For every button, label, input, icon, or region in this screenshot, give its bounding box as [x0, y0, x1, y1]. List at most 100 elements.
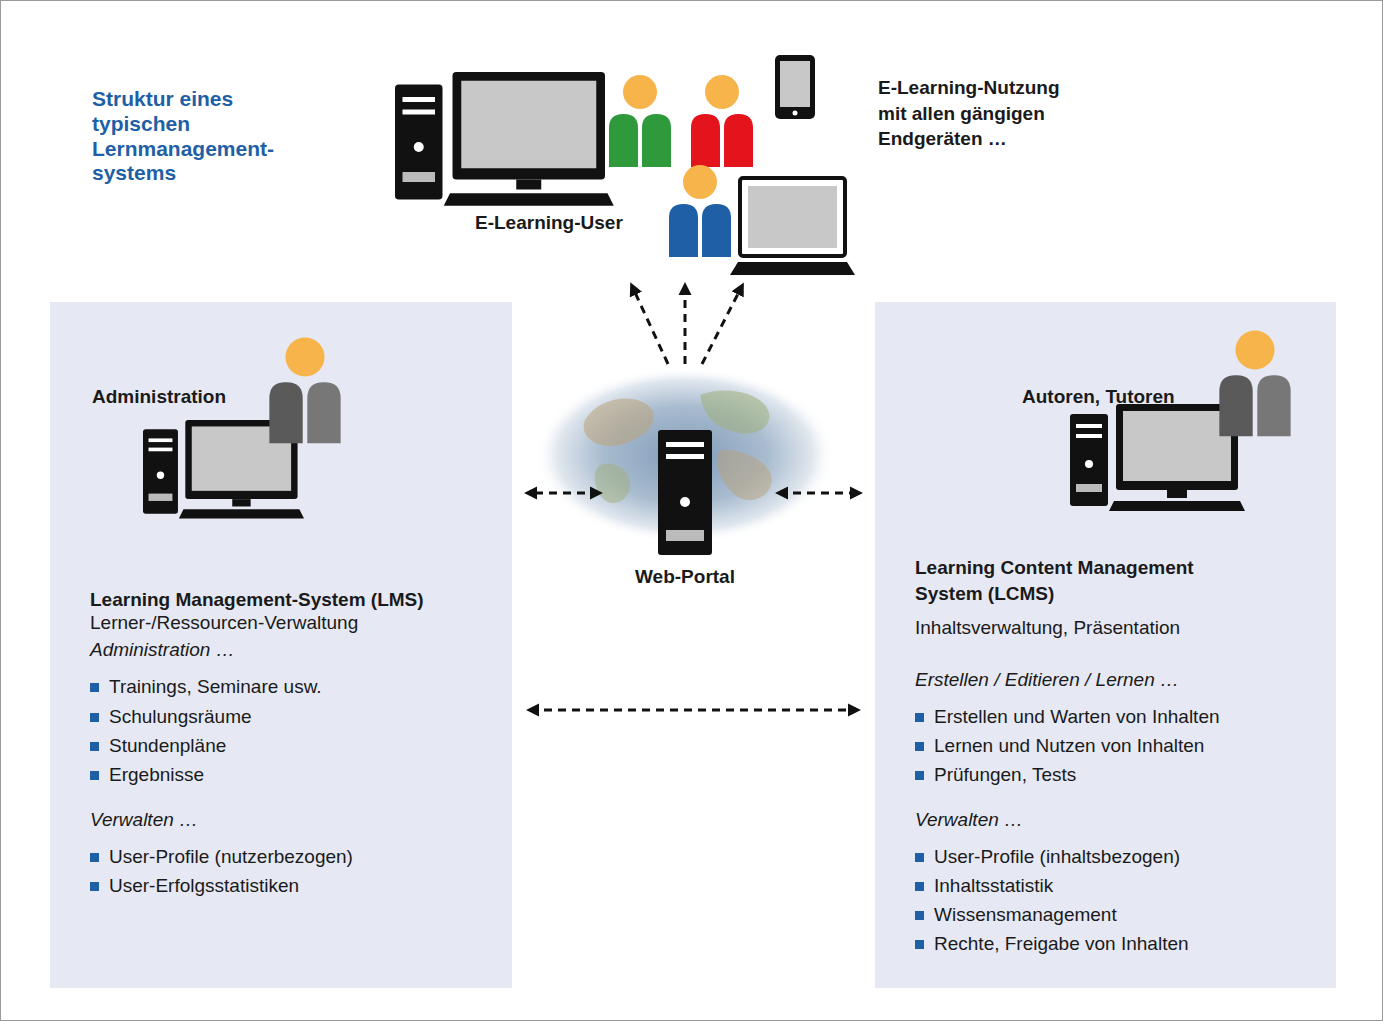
continent: [717, 450, 772, 500]
section-heading: Erstellen / Editieren / Lernen …: [915, 668, 1179, 693]
monitor-neck: [516, 180, 541, 190]
laptop-screen: [748, 186, 837, 248]
continent: [595, 464, 630, 503]
web-portal: Web-Portal: [615, 370, 763, 598]
tablet-screen: [780, 61, 810, 107]
bullet-item: Prüfungen, Tests: [934, 763, 1076, 788]
node-label: Administration: [92, 385, 226, 410]
bullet-item: Wissensmanagement: [934, 903, 1117, 928]
person-head: [623, 75, 657, 109]
keyboard: [444, 193, 614, 206]
tower-slot: [1076, 434, 1102, 438]
dashed-connector: [702, 286, 742, 364]
desktop-computer: [1070, 404, 1245, 511]
section-heading: Verwalten …: [90, 808, 198, 833]
continent: [584, 399, 654, 447]
bullet-item: User-Profile (nutzerbezogen): [109, 845, 353, 870]
person-icon: [609, 75, 671, 167]
person-body: [691, 114, 720, 167]
tablet-frame: [775, 55, 815, 119]
user-group: E-Learning-User E-Learning-Nutzung mit al…: [380, 40, 1091, 280]
person-body: [1257, 375, 1290, 436]
tower-drive: [149, 494, 173, 501]
person-body: [724, 114, 753, 167]
tower-slot: [149, 438, 173, 442]
section-heading: Administration …: [90, 638, 235, 663]
continent: [700, 390, 769, 433]
tower-slot: [149, 448, 173, 452]
node-label: Learning Management-System (LMS): [90, 588, 424, 613]
desktop-computer: [395, 72, 614, 206]
keyboard: [179, 509, 304, 518]
node-label: Learning Content Management System (LCMS…: [915, 555, 1245, 606]
tower-drive: [1076, 484, 1102, 492]
server-case: [658, 430, 712, 555]
dashed-connector: [530, 709, 857, 712]
monitor-screen: [1123, 411, 1231, 481]
person-head: [683, 165, 717, 199]
monitor-neck: [1167, 490, 1187, 498]
monitor-neck: [232, 499, 250, 506]
node-subtitle: Inhaltsverwaltung, Präsentation: [915, 616, 1180, 641]
lms-panel: AdministrationLearning Management-System…: [50, 302, 512, 988]
person-body: [702, 204, 731, 257]
person-body: [1219, 375, 1252, 436]
server-slot: [666, 442, 704, 447]
bullet-item: Ergebnisse: [109, 763, 204, 788]
power-button: [414, 142, 424, 152]
dashed-connector: [632, 286, 668, 364]
person-icon: [669, 165, 731, 257]
person-icon: [691, 75, 753, 167]
server-icon: [658, 430, 712, 555]
tower-slot: [1076, 424, 1102, 428]
bullet-item: Stundenpläne: [109, 734, 226, 759]
node-label: E-Learning-User: [475, 211, 623, 236]
node-label: Autoren, Tutoren: [1022, 385, 1175, 410]
laptop: [730, 178, 855, 275]
laptop-lid: [740, 178, 845, 256]
person-head: [1235, 330, 1274, 369]
dashed-connector: [779, 492, 859, 495]
monitor-screen: [461, 81, 596, 169]
dashed-connector: [528, 492, 599, 495]
node-subtitle: Lerner-/Ressourcen-Verwaltung: [90, 611, 358, 636]
bullet-item: Lernen und Nutzen von Inhalten: [934, 734, 1204, 759]
node-illustration: [615, 370, 763, 598]
diagram-title: Struktur eines typischen Lernmanagement-…: [92, 87, 292, 186]
keyboard: [1109, 501, 1245, 511]
node-illustration: [380, 40, 1091, 280]
node-label: E-Learning-Nutzung mit allen gängigen En…: [878, 75, 1083, 152]
bullet-item: Inhaltsstatistik: [934, 874, 1053, 899]
person-body: [642, 114, 671, 167]
lcms-panel: Autoren, TutorenLearning Content Managem…: [875, 302, 1336, 988]
power-button: [1085, 460, 1093, 468]
bullet-item: Rechte, Freigabe von Inhalten: [934, 932, 1189, 957]
node-label: Web-Portal: [615, 565, 755, 590]
person-head: [285, 337, 324, 376]
person-body: [269, 382, 302, 443]
tower-slot: [403, 97, 436, 102]
person-body: [669, 204, 698, 257]
server-button: [680, 497, 690, 507]
dashed-connector: [684, 286, 687, 364]
power-button: [157, 472, 164, 479]
tower-drive: [403, 172, 436, 182]
section-heading: Verwalten …: [915, 808, 1023, 833]
tablet-button: [793, 111, 798, 116]
person-icon: [1219, 330, 1290, 436]
person-icon: [269, 337, 340, 443]
server-drive: [666, 530, 704, 541]
monitor-frame: [453, 72, 606, 180]
bullet-item: Erstellen und Warten von Inhalten: [934, 705, 1220, 730]
computer-tower: [395, 85, 443, 200]
bullet-item: User-Erfolgsstatistiken: [109, 874, 299, 899]
tablet: [775, 55, 815, 119]
person-body: [307, 382, 340, 443]
bullet-item: User-Profile (inhaltsbezogen): [934, 845, 1180, 870]
computer-tower: [1070, 414, 1108, 506]
bullet-item: Trainings, Seminare usw.: [109, 675, 322, 700]
laptop-base: [730, 262, 855, 275]
person-head: [705, 75, 739, 109]
